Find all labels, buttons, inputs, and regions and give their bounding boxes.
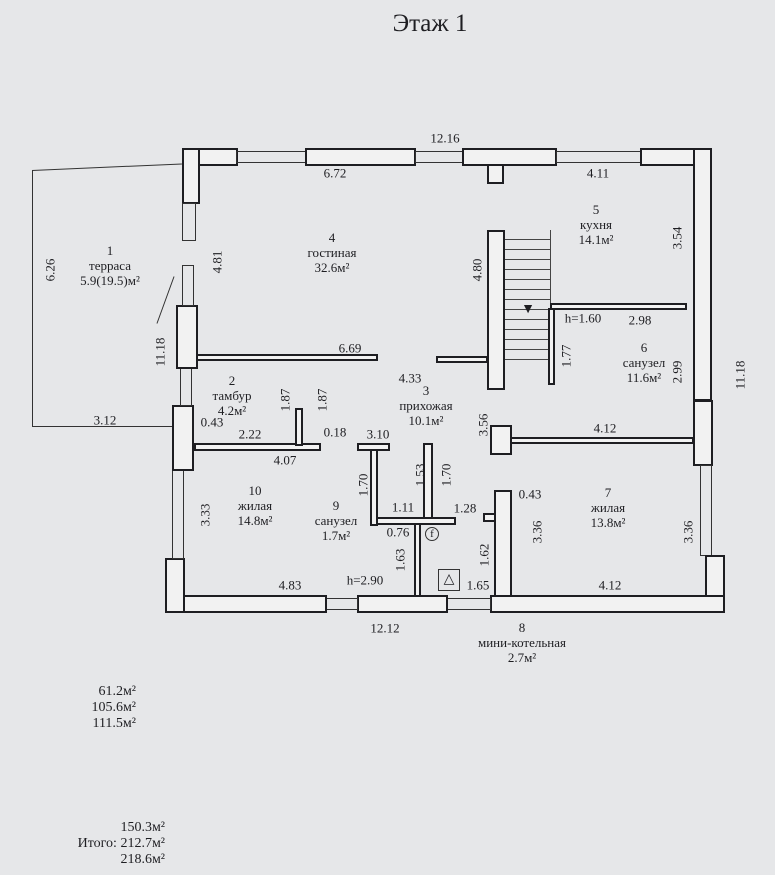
stairs — [505, 230, 551, 360]
terrace-outline — [32, 170, 33, 427]
dimension-label: 0.43 — [518, 486, 542, 502]
wall — [487, 164, 504, 184]
wall — [550, 303, 687, 310]
wall — [182, 148, 200, 204]
window — [182, 203, 196, 241]
wall — [165, 595, 327, 613]
dimension-label: 3.36 — [529, 520, 545, 544]
meter-icon: f — [425, 527, 439, 541]
dimension-label: 3.10 — [366, 426, 390, 442]
wall — [295, 408, 303, 446]
dimension-label: 12.12 — [370, 620, 400, 636]
dimension-label: 1.53 — [412, 463, 428, 487]
wall — [548, 308, 555, 385]
dimension-label: 1.77 — [558, 344, 574, 368]
dimension-label: 11.18 — [732, 360, 748, 390]
dimension-label: 1.70 — [355, 473, 371, 497]
dimension-label: 0.18 — [323, 424, 347, 440]
dimension-label: 4.07 — [273, 452, 297, 468]
dimension-label: 4.83 — [278, 577, 302, 593]
terrace-outline — [156, 276, 175, 324]
window — [172, 470, 184, 559]
dimension-label: 0.43 — [200, 414, 224, 430]
wall — [510, 437, 694, 444]
wall — [196, 354, 378, 361]
dimension-label: 1.28 — [453, 500, 477, 516]
dimension-label: 4.12 — [593, 420, 617, 436]
dimension-label: 0.76 — [386, 524, 410, 540]
dimension-label: 3.54 — [669, 226, 685, 250]
dimension-label: 4.80 — [469, 258, 485, 282]
window — [326, 598, 358, 610]
dimension-label: 2.99 — [669, 360, 685, 384]
dimension-label: 1.62 — [476, 543, 492, 567]
floor-title: Этаж 1 — [392, 10, 468, 37]
dimension-label: 3.33 — [197, 503, 213, 527]
window — [700, 465, 712, 556]
dimension-label: 1.87 — [277, 388, 293, 412]
dimension-label: 1.11 — [391, 499, 415, 515]
dimension-label: 2.22 — [238, 426, 262, 442]
wall — [483, 513, 496, 522]
stairs-arrow-icon: ▼ — [521, 302, 535, 317]
dimension-label: 4.33 — [398, 370, 422, 386]
dimension-label: 3.36 — [680, 520, 696, 544]
area-total: 150.3м² Итого: 212.7м² 218.6м² — [77, 820, 165, 867]
wall — [194, 443, 321, 451]
wall — [414, 523, 421, 597]
wall — [165, 558, 185, 613]
wall — [693, 148, 712, 401]
wall — [176, 305, 198, 369]
dimension-label: 11.18 — [152, 337, 168, 367]
window — [415, 151, 463, 163]
dimension-label: 1.70 — [438, 463, 454, 487]
dimension-label: 1.87 — [314, 388, 330, 412]
wall — [172, 405, 194, 471]
window — [236, 151, 306, 163]
dimension-label: 3.12 — [93, 412, 117, 428]
dimension-label: 6.26 — [42, 258, 58, 282]
wall — [305, 148, 416, 166]
wall — [490, 425, 512, 455]
wall — [490, 595, 725, 613]
dimension-label: 4.12 — [598, 577, 622, 593]
wall — [494, 490, 512, 597]
window — [180, 368, 192, 406]
dimension-label: 4.11 — [586, 165, 610, 181]
wall — [487, 230, 505, 390]
dimension-label: 3.56 — [475, 413, 491, 437]
dimension-label: h=1.60 — [564, 310, 602, 326]
wall — [436, 356, 488, 363]
terrace-outline — [32, 426, 174, 427]
dimension-label: h=2.90 — [346, 572, 384, 588]
wall — [462, 148, 557, 166]
total-label: Итого: — [77, 836, 117, 851]
wall — [357, 595, 448, 613]
dimension-label: 12.16 — [430, 130, 460, 146]
window — [556, 151, 641, 163]
dimension-label: 1.63 — [392, 548, 408, 572]
window — [182, 265, 194, 306]
window — [447, 598, 491, 610]
dimension-label: 6.72 — [323, 165, 347, 181]
dimension-label: 4.81 — [209, 250, 225, 274]
dimension-label: 1.65 — [466, 577, 490, 593]
wall — [370, 449, 378, 526]
dimension-label: 6.69 — [338, 340, 362, 356]
wall — [693, 400, 713, 466]
dimension-label: 2.98 — [628, 312, 652, 328]
terrace-outline — [32, 163, 182, 171]
boiler-icon: △ — [438, 569, 460, 591]
